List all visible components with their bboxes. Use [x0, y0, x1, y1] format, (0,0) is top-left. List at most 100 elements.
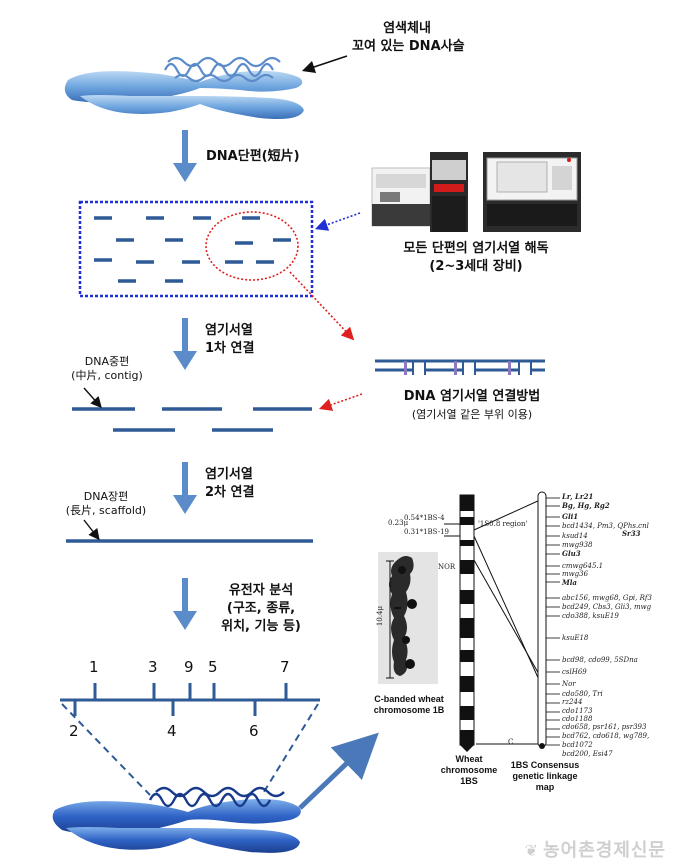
map-marker-label: cdo658, psr161, psr393 [562, 723, 647, 731]
scaffold-pointer [83, 519, 100, 541]
sequencer-pointer [314, 212, 361, 231]
leaf-icon: ❦ [524, 841, 540, 860]
step4-label-line1: 유전자 분석 [228, 583, 294, 598]
top-caption-line1: 염색체내 [383, 21, 431, 36]
gene-number: 3 [148, 658, 158, 676]
dna-fragments [94, 216, 291, 283]
map-marker-label: cdo1188 [562, 715, 593, 723]
map-marker-label: cmwg645.1 [562, 562, 604, 570]
c-label: C [508, 738, 514, 746]
gene-number: 9 [184, 658, 194, 676]
scaffold-label-line1: DNA장편 [83, 490, 129, 503]
method-caption: DNA 염기서열 연결방법 (염기서열 같은 부위 이용) [377, 388, 567, 424]
map-caption: 1BS Consensus genetic linkage map [505, 760, 585, 793]
map-marker-label: bcd1434, Pm3, QPhs.cnl [562, 522, 649, 530]
map-marker-label: bcd98, cdo99, 5SDna [562, 656, 638, 664]
step3-label: 염기서열 2차 연결 [205, 466, 254, 502]
map-marker-label: Bg, Hg, Rg2 [562, 501, 610, 510]
watermark-logo: ❦농어촌경제신문 [525, 836, 666, 862]
cband-caption: C-banded wheat chromosome 1B [366, 694, 452, 716]
map-marker-label: bcd762, cdo618, wg789, [562, 732, 650, 740]
gene-map-line [60, 683, 320, 716]
sequencer-machine-1 [371, 152, 468, 232]
step2-label: 염기서열 1차 연결 [205, 322, 254, 358]
sequencer-caption: 모든 단편의 염기서열 해독 (2~3세대 장비) [373, 240, 579, 276]
map-caption-line1: 1BS Consensus [510, 760, 580, 770]
fragment-box [78, 200, 314, 298]
region-label: '1S0.8 region' [478, 520, 528, 528]
cband-caption-line1: C-banded wheat [374, 694, 444, 704]
method-caption-line2: (염기서열 같은 부위 이용) [411, 408, 533, 421]
gene-number: 6 [249, 722, 259, 740]
gene-number: 1 [89, 658, 99, 676]
chromosome-caption-line1: Wheat [455, 754, 483, 764]
map-marker-label: Lr, Lr21 [562, 492, 594, 501]
map-marker-label: rz244 [562, 698, 583, 706]
map-caption-line3: map [535, 782, 555, 792]
chromosome-caption: Wheat chromosome 1BS [434, 754, 504, 787]
step2-label-line2: 1차 연결 [205, 341, 255, 356]
chromosome-caption-line3: 1BS [460, 776, 478, 786]
step4-label-line2: (구조, 종류, [226, 601, 296, 616]
top-chromosome [64, 56, 304, 119]
map-marker-label: Gli1 [562, 512, 579, 521]
step1-label: DNA단편(短片) [206, 149, 300, 164]
map-marker-label: cdo388, ksuE19 [562, 612, 619, 620]
wheat-chromosome-bar [459, 494, 475, 752]
sequencer-caption-line1: 모든 단편의 염기서열 해독 [403, 241, 549, 256]
map-marker-label: Mla [562, 578, 577, 587]
highlight-circle [205, 211, 299, 281]
sequencer-machine-2 [483, 152, 581, 232]
cband-caption-line2: chromosome 1B [373, 705, 445, 715]
gene-number: 5 [208, 658, 218, 676]
contig-segments [72, 407, 312, 432]
scale-label: 10.4μ [376, 605, 385, 627]
consensus-map-bar [537, 491, 547, 749]
bottom-chromosome [52, 786, 301, 853]
map-marker-label: abc156, mwg68, Gpi, Rf3 [562, 594, 652, 602]
gene-number: 2 [69, 722, 79, 740]
dna-coil-top [164, 56, 281, 83]
mark1-label: 0.54*1BS-4 [404, 514, 445, 522]
map-marker-label: mwg938 [562, 541, 593, 549]
top-caption-line2: 꼬여 있는 DNA사슬 [352, 39, 465, 54]
step4-label: 유전자 분석 (구조, 종류, 위치, 기능 등) [205, 582, 317, 636]
map-marker-ticks [546, 497, 560, 746]
top-caption-pointer [301, 55, 348, 74]
contig-label: DNA중편 (中片, contig) [60, 355, 154, 383]
mark2-label: 0.31*1BS-19 [404, 528, 450, 536]
watermark-text: 농어촌경제신문 [543, 840, 666, 861]
step2-label-line1: 염기서열 [205, 323, 253, 338]
to-wheat-arrow [298, 732, 379, 810]
map-marker-label: cslH69 [562, 668, 587, 676]
step3-label-line1: 염기서열 [205, 467, 253, 482]
map-marker-label: Sr33 [622, 529, 641, 538]
map-marker-label: Glu3 [562, 549, 581, 558]
method-pointer [289, 271, 355, 341]
map-marker-label: mwg36 [562, 570, 589, 578]
map-marker-label: cdo1173 [562, 707, 593, 715]
chromosome-caption-line2: chromosome [440, 765, 498, 775]
map-marker-label: Nor [562, 680, 576, 688]
step3-label-line2: 2차 연결 [205, 485, 255, 500]
cbanded-photo [378, 552, 438, 684]
map-marker-label: ksuE18 [562, 634, 589, 642]
map-marker-label: bcd1072 [562, 741, 593, 749]
gene-number: 4 [167, 722, 177, 740]
sequencer-caption-line2: (2~3세대 장비) [429, 259, 523, 274]
chromosome-link-lines [444, 499, 541, 745]
nor-label: NOR [438, 563, 456, 571]
contig-label-line1: DNA중편 [84, 355, 130, 368]
contig-label-line2: (中片, contig) [71, 369, 143, 382]
step4-label-line3: 위치, 기능 등) [221, 619, 301, 634]
zoom-lines [61, 703, 319, 796]
small-scale-label: 0.23μ [388, 519, 409, 527]
gene-number: 7 [280, 658, 290, 676]
map-marker-label: bcd200, Esi47 [562, 750, 613, 758]
map-caption-line2: genetic linkage [512, 771, 578, 781]
method-to-contig-pointer [318, 393, 363, 411]
scaffold-label: DNA장편 (長片, scaffold) [52, 490, 160, 518]
map-marker-label: bcd249, Cbs3, Gli3, mwg [562, 603, 652, 611]
top-caption: 염색체내 꼬여 있는 DNA사슬 [352, 20, 465, 56]
